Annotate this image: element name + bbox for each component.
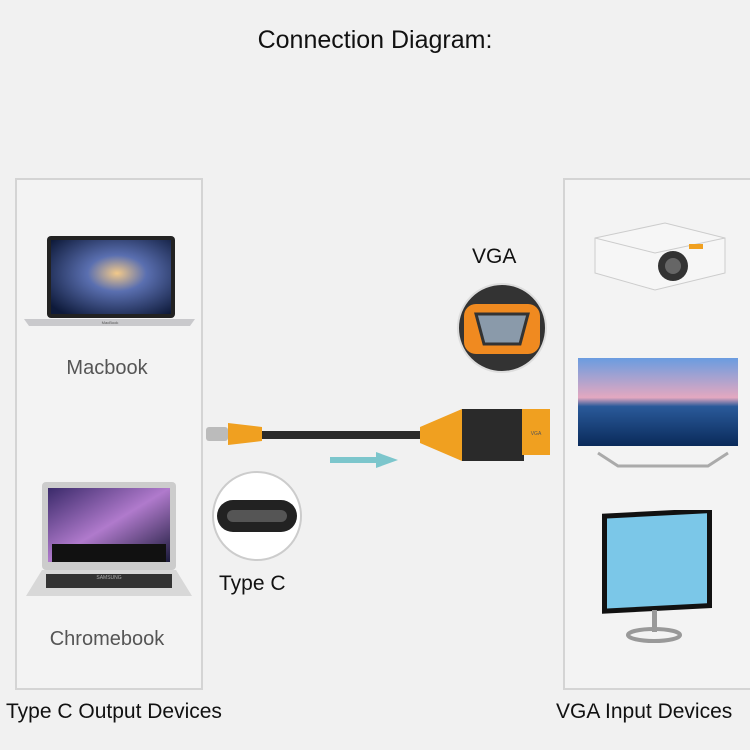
macbook-logo-text: MacBook bbox=[102, 320, 119, 325]
direction-arrow-icon bbox=[330, 452, 398, 468]
svg-text:SAMSUNG: SAMSUNG bbox=[96, 575, 121, 581]
svg-text:VGA: VGA bbox=[531, 431, 542, 437]
vga-label: VGA bbox=[472, 245, 517, 268]
vga-port-closeup bbox=[457, 283, 547, 373]
type-c-port-closeup bbox=[212, 471, 302, 561]
macbook-image: MacBook bbox=[24, 236, 195, 326]
projector-image bbox=[594, 222, 726, 291]
chromebook-image: SAMSUNG bbox=[26, 482, 192, 596]
type-c-label: Type C bbox=[219, 572, 286, 595]
chromebook-label: Chromebook bbox=[49, 628, 165, 650]
output-devices-caption: Type C Output Devices bbox=[6, 700, 222, 723]
usb-c-to-vga-cable: VGA bbox=[206, 409, 550, 461]
input-devices-caption: VGA Input Devices bbox=[556, 700, 733, 723]
monitor-image bbox=[602, 510, 712, 643]
macbook-label: Macbook bbox=[66, 357, 148, 379]
tv-image bbox=[578, 358, 738, 468]
page-title: Connection Diagram: bbox=[257, 26, 493, 54]
